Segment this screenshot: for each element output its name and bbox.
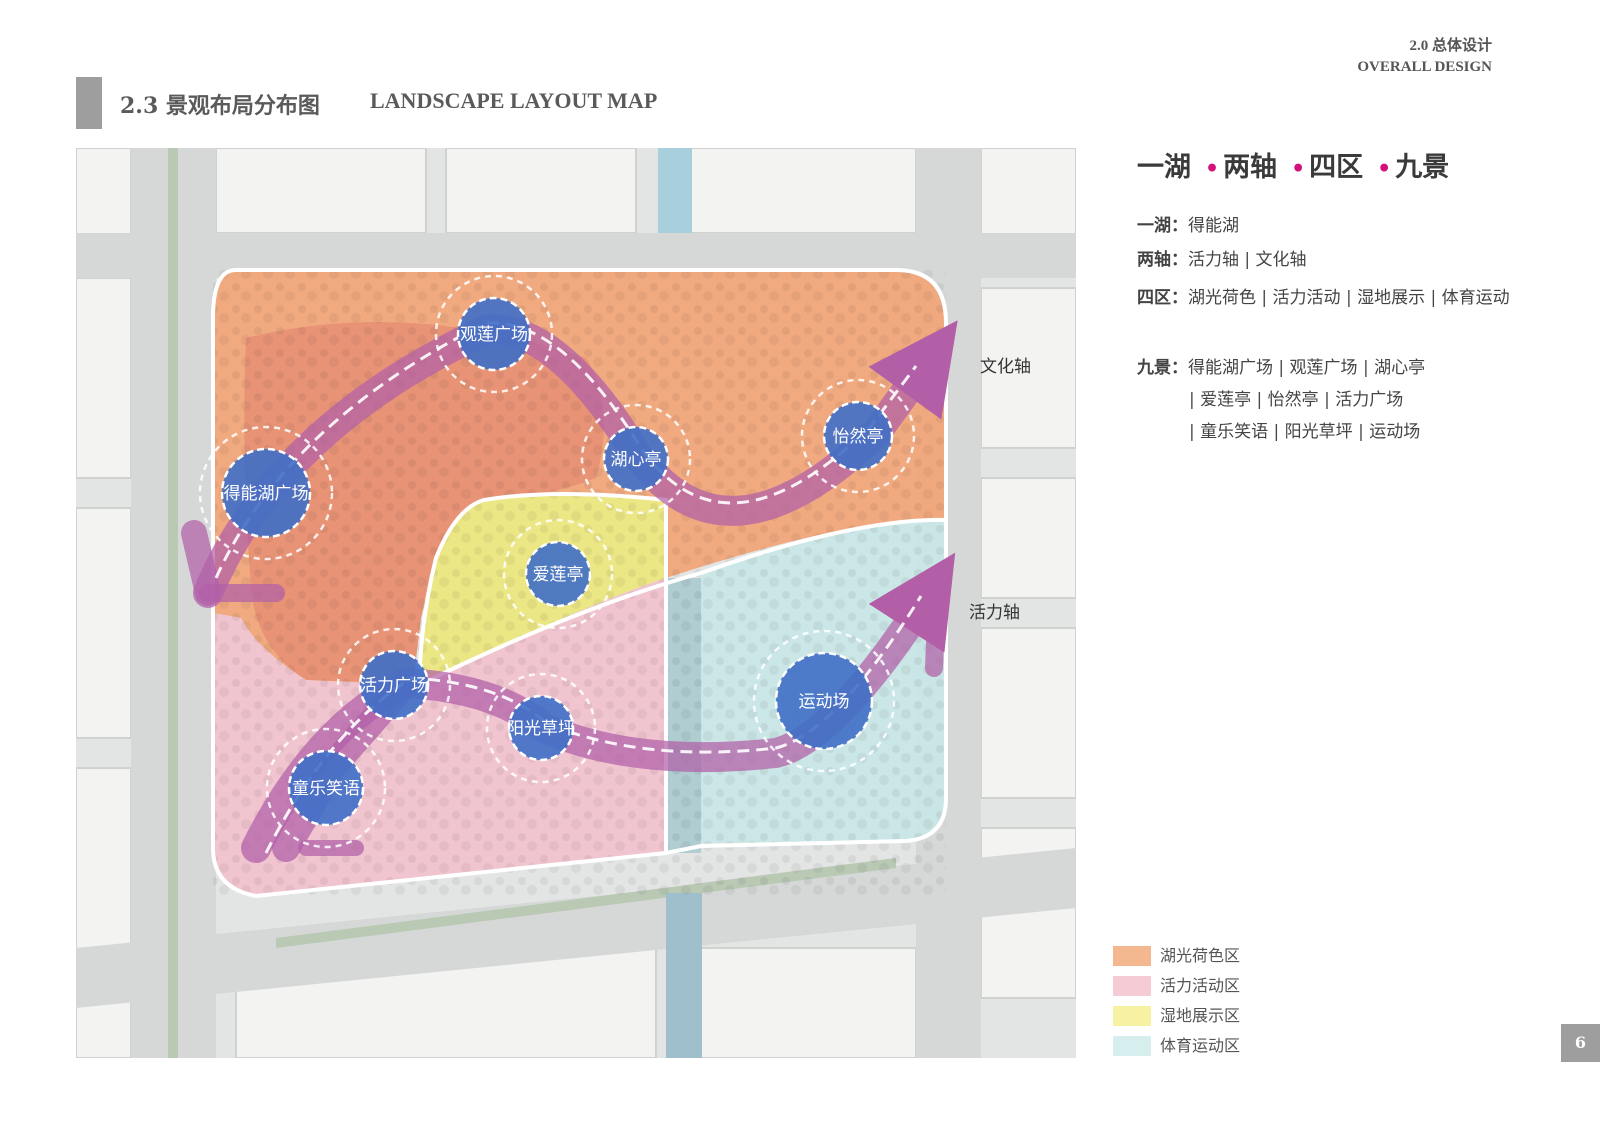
headline-part-1: 一湖 [1137,152,1191,183]
legend-swatch [1113,1006,1151,1026]
spot-label: 阳光草坪 [507,719,575,739]
spot-circle [287,749,365,827]
spot-halo [336,627,452,743]
summary-line-zones: 四区：湖光荷色 | 活力活动 | 湿地展示 | 体育运动 [1137,288,1510,308]
axis-label-culture: 文化轴 [980,357,1031,377]
canal-south [666,893,702,1058]
headline-part-4: 九景 [1395,152,1450,183]
spot-halo [198,425,334,561]
city-blocks [76,148,1076,1058]
spot-halo [502,518,614,630]
summary-line-scenes-3: | 童乐笑语 | 阳光草坪 | 运动场 [1189,422,1421,442]
section-title-cn: 2.0 总体设计 [1409,38,1492,54]
scenic-spot-huoli: 活力广场 [336,627,452,743]
spot-halo [800,378,916,494]
spot-label: 童乐笑语 [292,779,360,799]
page-title-en: LANDSCAPE LAYOUT MAP [370,88,658,113]
spot-label: 湖心亭 [611,450,662,470]
spot-circle [358,649,430,721]
spot-label: 运动场 [799,692,850,712]
scenic-spot-yundong: 运动场 [752,629,896,773]
scenic-spot-deneng: 得能湖广场 [198,425,334,561]
spot-circle [220,447,312,539]
spot-halo [752,629,896,773]
headline-dot: • [1205,156,1220,182]
spot-circle [822,400,894,472]
summary-line-scenes-2: | 爱莲亭 | 怡然亭 | 活力广场 [1189,390,1404,410]
spot-circle [602,425,670,493]
page-number: 6 [1561,1024,1600,1062]
landscape-map: 观莲广场湖心亭 怡然亭得能湖广场爱莲亭活力广场阳光草坪 运动场童乐笑语 文化轴 活力… [76,148,1076,1058]
spot-circle [507,694,575,762]
section-title-en: OVERALL DESIGN [1357,59,1492,75]
spot-label: 爱莲亭 [533,565,584,585]
summary-line-scenes: 九景：得能湖广场 | 观莲广场 | 湖心亭 [1137,358,1426,378]
legend-swatch [1113,1036,1151,1056]
scenic-spot-guanlian: 观莲广场 [434,274,554,394]
scenic-spot-tongle: 童乐笑语 [265,727,387,849]
title-accent-bar [76,77,102,129]
headline-part-2: 两轴 [1223,152,1278,183]
summary-headline: 一湖•两轴•四区•九景 [1137,145,1449,184]
spot-label: 观莲广场 [460,325,528,345]
section-header: 2.0 总体设计 OVERALL DESIGN [1357,36,1492,78]
page-title-cn: 2.3 景观布局分布图 [120,93,320,119]
summary-line-axes: 两轴：活力轴 | 文化轴 [1137,250,1307,270]
spot-circle [774,651,874,751]
headline-dot: • [1291,156,1306,182]
spot-circle [524,540,592,608]
summary-line-lake: 一湖：得能湖 [1137,216,1239,236]
scenic-spot-ailian: 爱莲亭 [502,518,614,630]
park-boundary [211,268,948,899]
scenic-spot-yangguang: 阳光草坪 [485,672,597,784]
axis-label-vitality: 活力轴 [969,603,1020,623]
spot-label: 怡然亭 [833,427,884,447]
canal-north [658,148,692,233]
spot-halo [580,403,692,515]
spot-circle [456,296,532,372]
spot-halo [434,274,554,394]
headline-dot: • [1377,156,1392,182]
scenic-spot-huxin: 湖心亭 [580,403,692,515]
legend-swatch [1113,976,1151,996]
scenic-spot-yiran: 怡然亭 [800,378,916,494]
spot-halo [265,727,387,849]
headline-part-3: 四区 [1309,152,1364,183]
spot-label: 活力广场 [360,676,428,696]
legend-swatch [1113,946,1151,966]
spot-halo [485,672,597,784]
spot-label: 得能湖广场 [224,484,309,504]
